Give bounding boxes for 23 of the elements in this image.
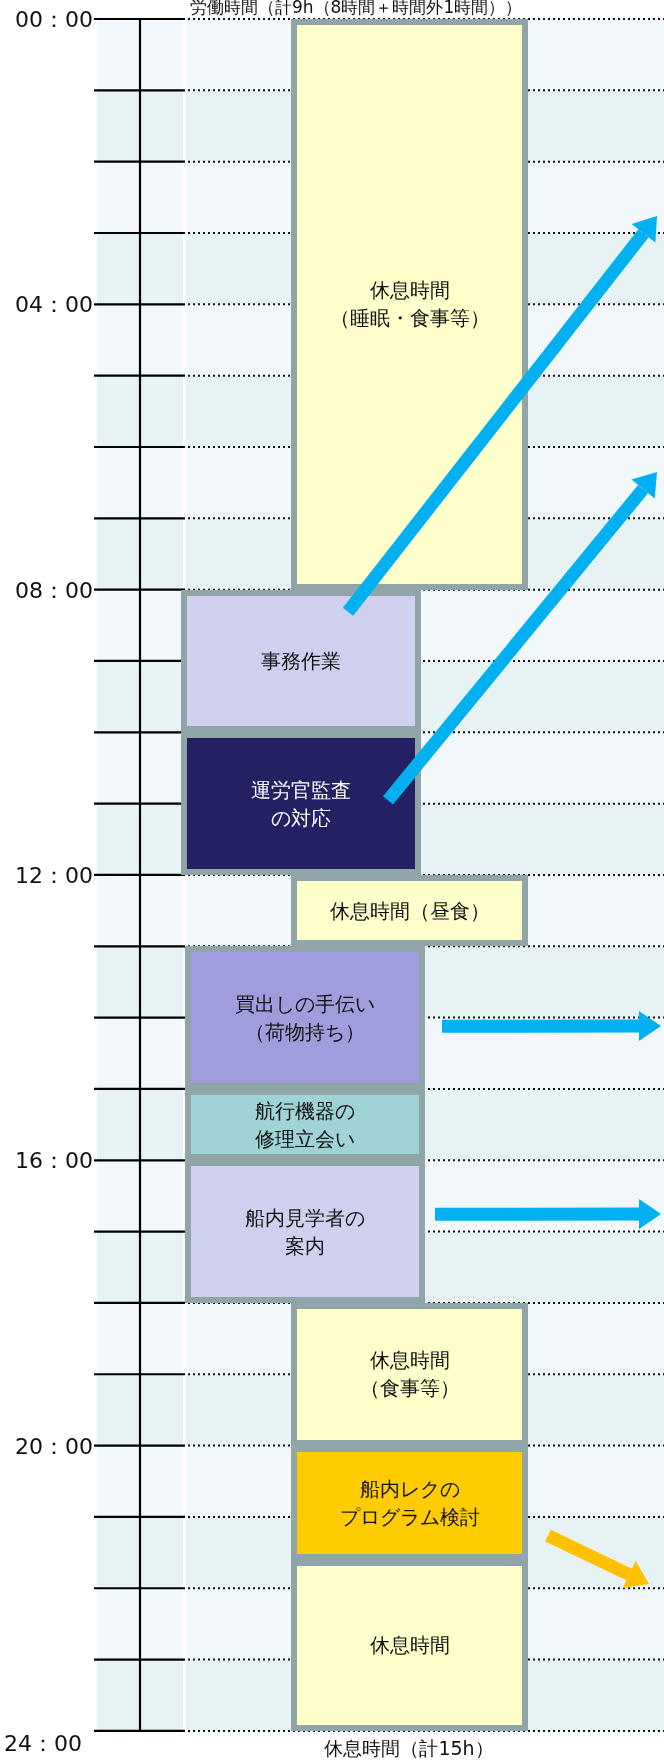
time-label: 04：00: [15, 291, 93, 320]
schedule-block: 航行機器の修理立会い: [185, 1089, 425, 1161]
arrow: [442, 1011, 661, 1041]
schedule-block: 休息時間（睡眠・食事等）: [291, 19, 528, 590]
schedule-block: 休息時間（食事等）: [291, 1302, 528, 1446]
schedule-block: 事務作業: [181, 589, 421, 733]
time-label: 00：00: [15, 6, 93, 34]
schedule-block: 船内レクのプログラム検討: [291, 1445, 528, 1560]
schedule-block: 休息時間（昼食）: [291, 875, 528, 947]
time-label: 20：00: [15, 1432, 93, 1461]
schedule-block: 船内見学者の案内: [185, 1160, 425, 1303]
arrow: [545, 1529, 650, 1589]
time-label: 12：00: [15, 861, 93, 890]
time-label: 08：00: [15, 576, 93, 605]
time-label: 16：00: [15, 1147, 93, 1176]
time-label: 24：00: [4, 1729, 82, 1758]
schedule-block: 休息時間: [291, 1559, 528, 1731]
arrow: [342, 215, 658, 616]
arrow: [435, 1199, 661, 1229]
schedule-block: 買出しの手伝い（荷物持ち）: [185, 946, 425, 1089]
schedule-block: 運労官監査の対応: [181, 732, 421, 875]
caption: 休息時間（計15h）: [324, 1736, 494, 1761]
arrow: [382, 472, 658, 805]
